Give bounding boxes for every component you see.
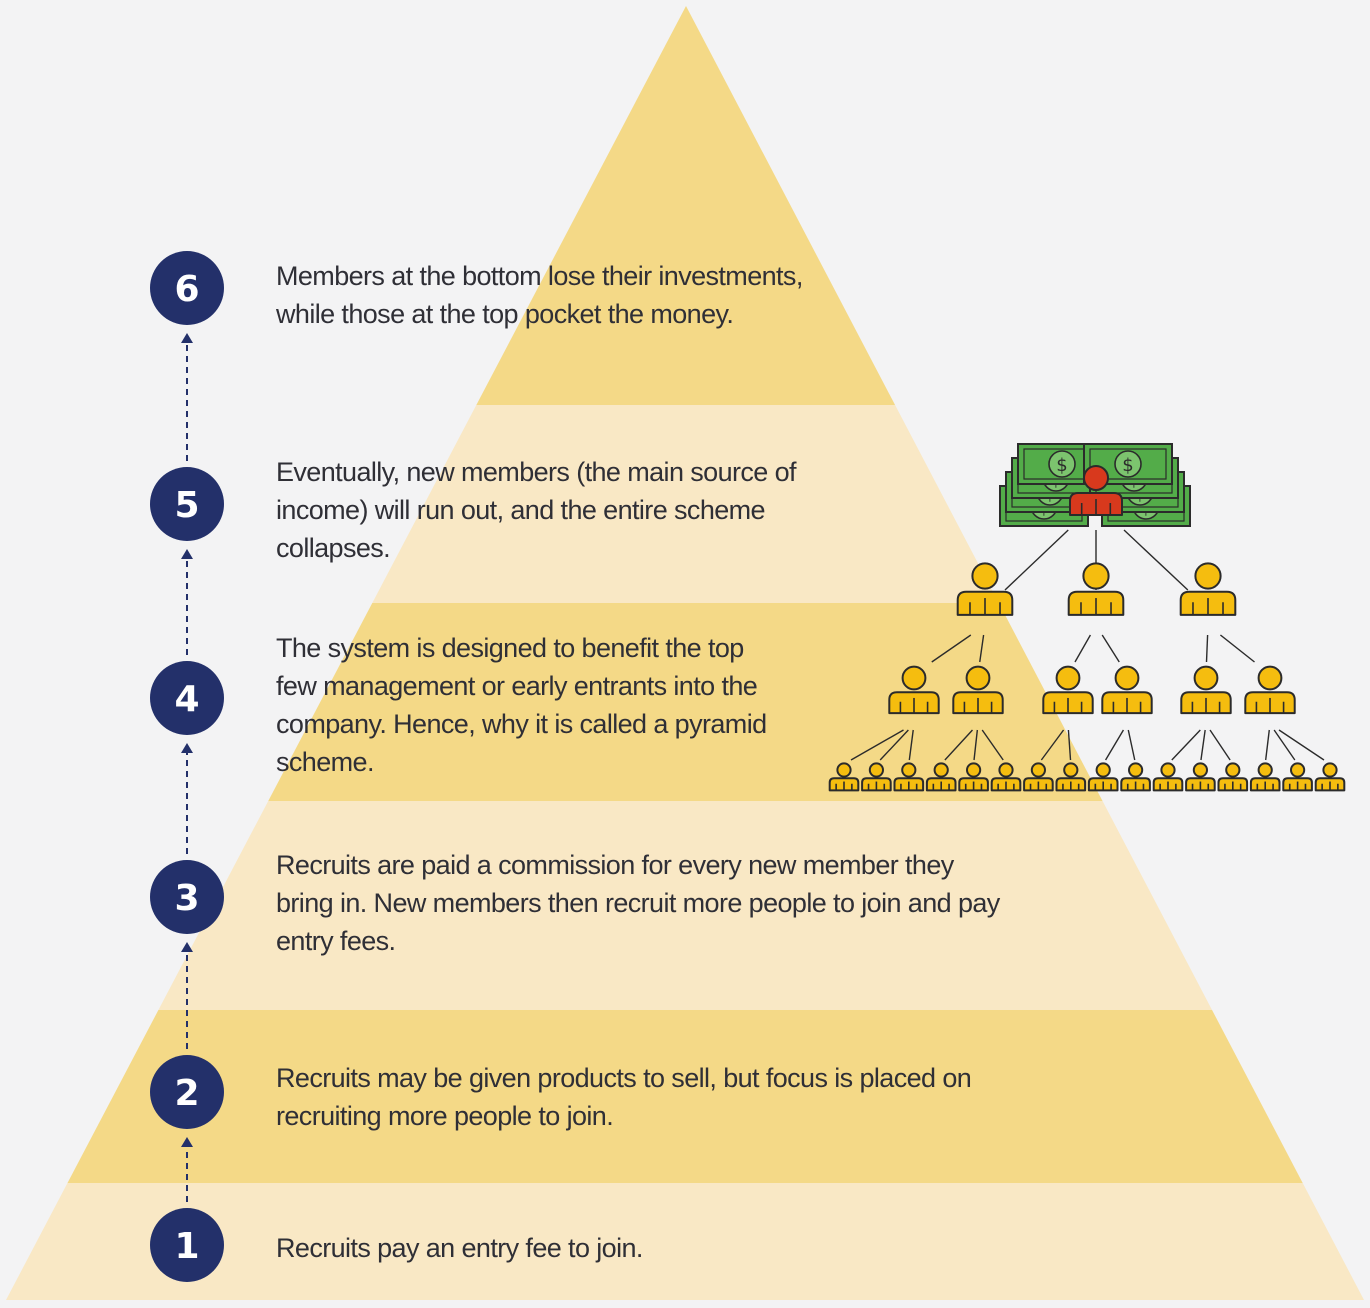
person-yellow-icon: [1042, 665, 1094, 715]
person-yellow-icon: [1249, 762, 1281, 792]
person-yellow-icon: [828, 762, 860, 792]
step-2-number: 2: [174, 1073, 199, 1114]
band-1: [6, 1183, 1364, 1300]
cash-stack-icon: $$$$$$$$: [999, 443, 1191, 527]
band-2: [6, 1010, 1364, 1183]
arrow-up-icon: [181, 1137, 193, 1202]
person-yellow-icon: [1180, 665, 1232, 715]
connector-line: [1219, 634, 1255, 663]
connector-line: [850, 729, 904, 761]
pyramid-scheme-illustration: $$$$$$$$: [828, 443, 1346, 792]
connector-line: [981, 729, 1004, 761]
step-3-number: 3: [174, 878, 199, 919]
step-4-number: 4: [174, 679, 199, 720]
person-yellow-icon: [1101, 665, 1153, 715]
person-yellow-icon: [1244, 665, 1296, 715]
member-people-icons: [828, 465, 1346, 792]
connector-line: [1004, 529, 1069, 591]
person-yellow-icon: [1055, 762, 1087, 792]
step-5-number: 5: [174, 485, 199, 526]
person-yellow-icon: [888, 665, 940, 715]
connector-line: [1200, 729, 1206, 761]
connector-line: [944, 729, 973, 761]
connector-line: [1278, 729, 1325, 761]
step-3-text: Recruits are paid a commission for every…: [276, 850, 1000, 956]
step-4-badge: 4: [150, 661, 224, 735]
person-yellow-icon: [1120, 762, 1151, 792]
connector-line: [1209, 729, 1231, 761]
step-1-text: Recruits pay an entry fee to join.: [276, 1233, 643, 1263]
person-yellow-icon: [990, 762, 1022, 792]
step-4-text: The system is designed to benefit the to…: [276, 633, 767, 777]
person-red-icon: [1069, 465, 1123, 516]
connector-line: [979, 634, 985, 663]
person-yellow-icon: [1282, 762, 1313, 792]
step-5-text: Eventually, new members (the main source…: [276, 457, 797, 563]
person-yellow-icon: [893, 762, 925, 792]
person-yellow-icon: [1217, 762, 1249, 792]
svg-text:$: $: [1056, 455, 1067, 476]
step-3-badge: 3: [150, 860, 224, 934]
person-yellow-icon: [1179, 562, 1237, 616]
person-yellow-icon: [925, 762, 957, 792]
connector-line: [1171, 729, 1201, 761]
step-6-text: Members at the bottom lose their investm…: [276, 261, 803, 329]
step-2-text: Recruits may be given products to sell, …: [276, 1063, 972, 1131]
connector-line: [973, 729, 979, 761]
arrow-up-icon: [181, 942, 193, 1049]
step-6-badge: 6: [150, 251, 224, 325]
connector-line: [1123, 529, 1189, 591]
arrow-up-icon: [181, 743, 193, 854]
connector-line: [1074, 634, 1092, 663]
step-number-circles: 1 2 3 4 5 6: [150, 251, 224, 1282]
person-yellow-icon: [956, 562, 1014, 616]
step-5-badge: 5: [150, 467, 224, 541]
step-6-number: 6: [174, 269, 199, 310]
connector-line: [1101, 634, 1120, 663]
person-yellow-icon: [1314, 762, 1346, 792]
connector-line: [931, 634, 972, 663]
arrow-up-icon: [181, 333, 193, 461]
connector-line: [1264, 729, 1270, 761]
person-yellow-icon: [952, 665, 1004, 715]
connector-line: [1205, 634, 1209, 663]
connector-line: [879, 729, 909, 761]
banknote-right: $: [1083, 443, 1173, 485]
person-yellow-icon: [1185, 762, 1216, 792]
person-yellow-icon: [958, 762, 989, 792]
step-1-number: 1: [174, 1226, 199, 1267]
hierarchy-connector-lines: [850, 529, 1325, 761]
person-yellow-icon: [1087, 762, 1119, 792]
step-connector-arrows: [181, 333, 193, 1202]
step-2-badge: 2: [150, 1055, 224, 1129]
band-6: [6, 6, 1364, 405]
connector-line: [1067, 729, 1072, 761]
person-yellow-icon: [1067, 562, 1125, 616]
connector-line: [1104, 729, 1125, 761]
svg-text:$: $: [1122, 455, 1133, 476]
connector-line: [1273, 729, 1296, 761]
connector-line: [908, 729, 914, 761]
arrow-up-icon: [181, 549, 193, 655]
connector-line: [1127, 729, 1136, 761]
person-yellow-icon: [1023, 762, 1054, 792]
step-1-badge: 1: [150, 1208, 224, 1282]
connector-line: [1040, 729, 1065, 761]
person-yellow-icon: [1152, 762, 1184, 792]
person-yellow-icon: [861, 762, 892, 792]
